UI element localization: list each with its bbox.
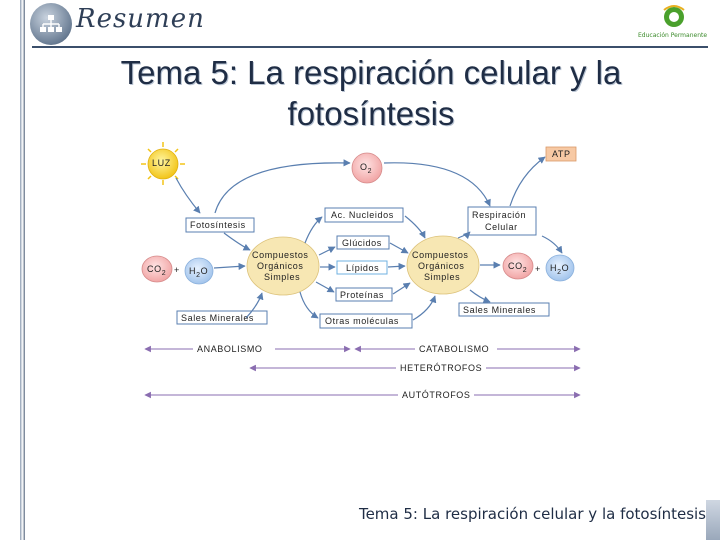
- anabolism-label: ANABOLISMO: [197, 344, 263, 354]
- lipids-box: [336, 260, 388, 275]
- h2o-left-label: H2O: [189, 266, 208, 279]
- page-title: Tema 5: La respiración celular y la foto…: [120, 54, 622, 132]
- catabolism-label-bg: [415, 343, 497, 355]
- proteins-box: [335, 287, 393, 302]
- arrow-respiration-to-atp: [509, 156, 546, 207]
- carbohydrates-box: [336, 235, 390, 250]
- compounds-left-line2: Orgánicos: [257, 261, 303, 271]
- education-logo-icon: [663, 5, 685, 27]
- nucleic-acids-box: [324, 207, 404, 223]
- carbohydrates-label: Glúcidos: [342, 238, 382, 248]
- arrow-minerals-to-compounds: [245, 292, 264, 319]
- minerals-right-label: Sales Minerales: [463, 305, 536, 315]
- arrow-compounds-to-nucleic: [304, 216, 323, 244]
- h2o-right-label: H2O: [550, 263, 569, 276]
- photosynthesis-label: Fotosíntesis: [190, 220, 246, 230]
- minerals-left-box: [176, 310, 268, 325]
- atp-box: [545, 146, 577, 162]
- resumen-logo-icon: [30, 3, 72, 45]
- co2-right-label: CO2: [508, 261, 527, 274]
- minerals-left-label: Sales Minerales: [181, 313, 254, 323]
- heterotrophs-label: HETERÓTROFOS: [400, 363, 482, 373]
- arrow-photosynthesis-to-o2: [214, 159, 351, 214]
- simple-compounds-left-node: [246, 236, 320, 296]
- compounds-right-line1: Compuestos: [412, 250, 469, 260]
- nucleic-acids-label: Ac. Nucleidos: [331, 210, 394, 220]
- arrow-other-to-compounds: [412, 295, 437, 321]
- left-decorative-bar: [0, 0, 26, 540]
- compounds-left-line3: Simples: [264, 272, 300, 282]
- arrow-proteins-to-compounds: [392, 282, 411, 295]
- minerals-right-box: [458, 302, 550, 317]
- arrow-light-to-photosynthesis: [175, 177, 201, 214]
- respiration-box: [467, 206, 537, 236]
- co2-left-label: CO2: [147, 264, 166, 277]
- proteins-label: Proteínas: [340, 290, 384, 300]
- luz-label: LUZ: [152, 158, 171, 168]
- plus-left: +: [174, 265, 180, 275]
- compounds-left-line1: Compuestos: [252, 250, 309, 260]
- catabolism-label: CATABOLISMO: [419, 344, 489, 354]
- arrow-respiration-to-outputs: [541, 235, 563, 254]
- section-label: Resumen: [76, 4, 205, 34]
- simple-compounds-right-node: [406, 235, 480, 295]
- sun-icon: [141, 142, 185, 185]
- co2-left-node: [141, 255, 173, 283]
- cellular-label: Celular: [485, 222, 518, 232]
- arrow-compounds-to-proteins: [315, 281, 335, 293]
- lipids-label: Lípidos: [346, 263, 379, 273]
- compounds-right-line2: Orgánicos: [418, 261, 464, 271]
- heterotrophs-label-bg: [396, 362, 486, 374]
- footer-title: Tema 5: La respiración celular y la foto…: [358, 505, 706, 523]
- brand-text: Educación Permanente: [638, 32, 708, 39]
- other-molecules-label: Otras moléculas: [325, 316, 399, 326]
- co2-right-node: [502, 252, 534, 280]
- autotrophs-label: AUTÓTROFOS: [402, 390, 471, 400]
- arrow-compounds-to-respiration: [457, 231, 471, 240]
- compounds-right-line3: Simples: [424, 272, 460, 282]
- arrow-photosynthesis-to-compounds: [223, 232, 251, 251]
- arrow-nucleic-to-compounds: [404, 215, 426, 239]
- header-divider: [32, 46, 708, 48]
- autotrophs-label-bg: [398, 389, 474, 401]
- arrow-compounds-to-minerals: [469, 289, 491, 303]
- arrow-inputs-to-compounds: [213, 262, 246, 271]
- anabolism-label-bg: [193, 343, 275, 355]
- respiration-label: Respiración: [472, 210, 526, 220]
- h2o-right-node: [545, 254, 575, 282]
- h2o-left-node: [184, 257, 214, 285]
- arrow-carbohydrates-to-compounds: [389, 242, 409, 254]
- arrow-o2-to-respiration: [383, 162, 491, 207]
- arrow-compounds-to-other: [299, 291, 319, 319]
- atp-label: ATP: [552, 149, 571, 159]
- plus-right: +: [535, 264, 541, 274]
- footer-corner-decoration: [706, 500, 720, 540]
- photosynthesis-box: [185, 217, 255, 233]
- other-molecules-box: [319, 313, 413, 329]
- o2-label: O2: [360, 162, 372, 175]
- arrow-lipids-to-compounds: [387, 262, 406, 270]
- arrow-compounds-to-carbohydrates: [318, 246, 336, 256]
- o2-node: [351, 152, 383, 184]
